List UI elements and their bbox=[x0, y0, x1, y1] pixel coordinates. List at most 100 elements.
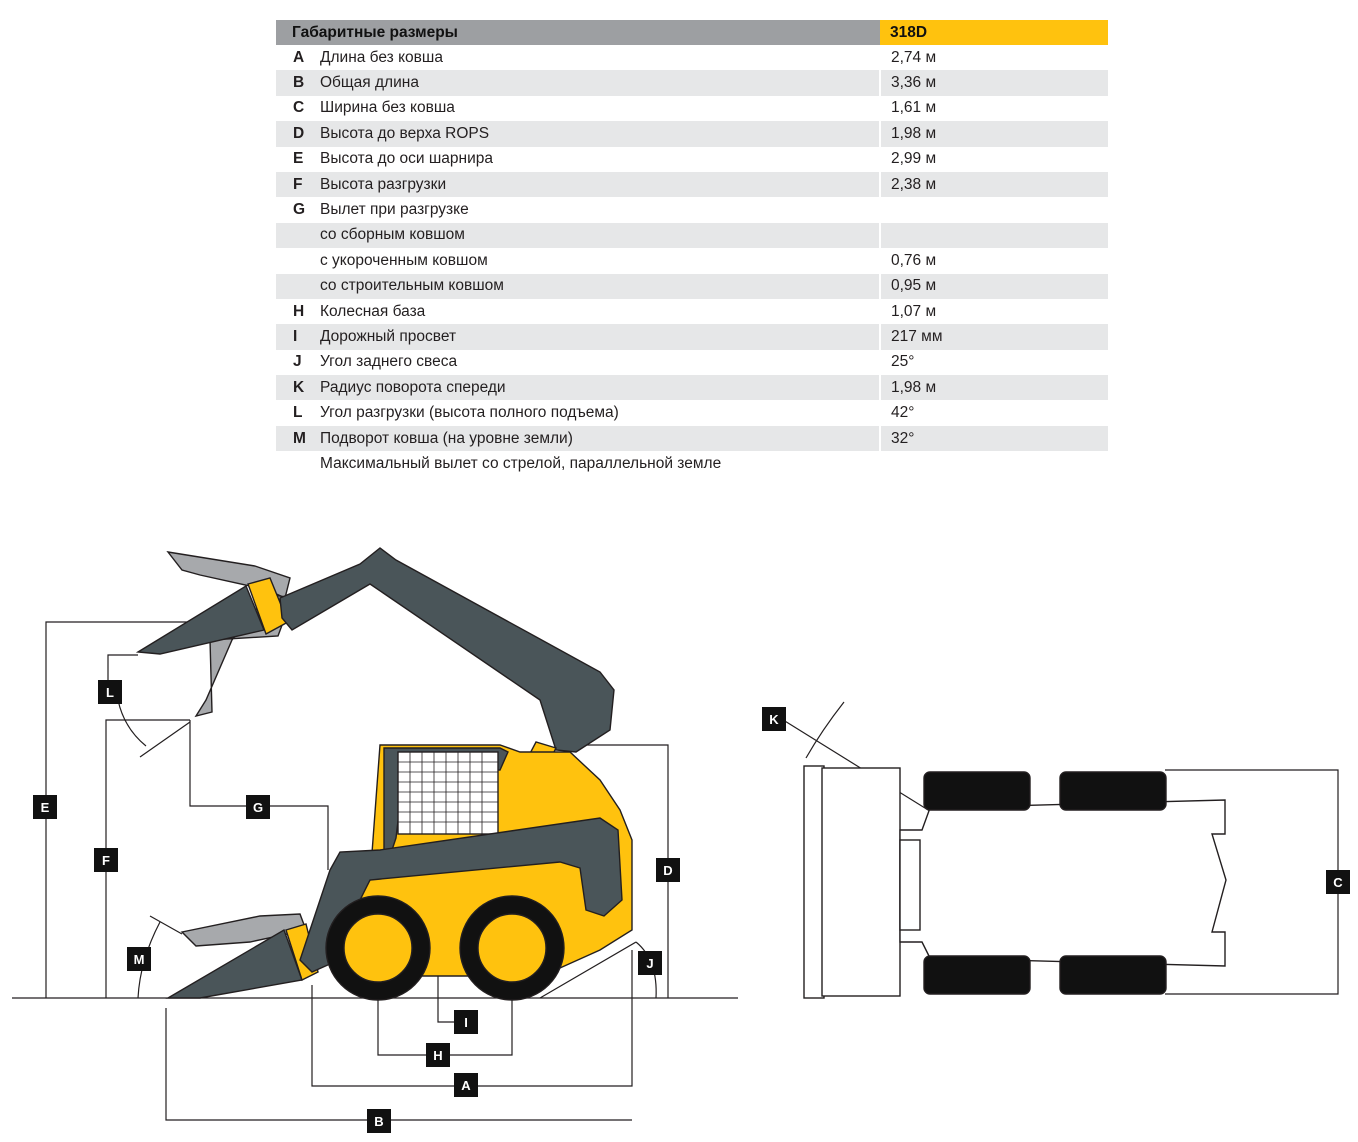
row-label: Высота разгрузки bbox=[320, 171, 880, 198]
table-row: G Вылет при разгрузке bbox=[276, 197, 1108, 223]
table-row: Максимальный вылет со стрелой, параллель… bbox=[276, 451, 1108, 477]
skid-steer-dimension-diagram: E F L G M D J I H A B K C bbox=[12, 547, 1350, 1133]
table-row: со сборным ковшом bbox=[276, 222, 1108, 249]
row-label: Дорожный просвет bbox=[320, 324, 880, 350]
svg-text:M: M bbox=[134, 952, 145, 967]
svg-text:G: G bbox=[253, 800, 263, 815]
row-letter: C bbox=[293, 99, 305, 117]
row-value: 1,98 м bbox=[879, 121, 1108, 147]
tag-m: M bbox=[127, 947, 151, 971]
svg-text:L: L bbox=[106, 685, 114, 700]
svg-text:A: A bbox=[461, 1078, 471, 1093]
dimension-line-j bbox=[539, 941, 637, 999]
table-row: J Угол заднего свеса 25° bbox=[276, 349, 1108, 376]
row-value: 1,98 м bbox=[879, 375, 1108, 401]
row-label: с укороченным ковшом bbox=[320, 251, 488, 269]
turning-arc-k bbox=[805, 701, 845, 759]
machine-body bbox=[299, 744, 633, 1001]
svg-text:I: I bbox=[464, 1015, 468, 1030]
row-value: 42° bbox=[879, 400, 1108, 426]
dimension-line-d bbox=[560, 744, 669, 998]
row-value: 3,36 м bbox=[879, 70, 1108, 96]
row-label: Высота до оси шарнира bbox=[320, 150, 493, 168]
row-value: 32° bbox=[879, 425, 1108, 452]
top-view bbox=[803, 765, 1227, 999]
row-label: со сборным ковшом bbox=[320, 222, 880, 249]
tag-a: A bbox=[454, 1073, 478, 1097]
row-letter bbox=[276, 248, 320, 273]
dimension-line-b bbox=[165, 1008, 632, 1121]
row-label: Угол заднего свеса bbox=[320, 353, 458, 371]
row-value: 2,38 м bbox=[879, 171, 1108, 198]
angle-arc-l bbox=[117, 699, 147, 747]
svg-text:D: D bbox=[663, 863, 672, 878]
tag-l: L bbox=[98, 680, 122, 704]
row-letter: F bbox=[276, 171, 320, 198]
row-value: 0,95 м bbox=[879, 273, 1108, 299]
lower-bucket bbox=[165, 913, 319, 999]
row-label: Колесная база bbox=[320, 302, 426, 320]
table-row: C Ширина без ковша 1,61 м bbox=[276, 95, 1108, 122]
dimension-line-i bbox=[437, 975, 454, 1023]
row-letter: L bbox=[293, 404, 303, 422]
tag-b: B bbox=[367, 1109, 391, 1133]
model-name: 318D bbox=[880, 20, 1108, 45]
tag-h: H bbox=[426, 1043, 450, 1067]
angle-ray-m bbox=[149, 915, 183, 935]
row-value: 217 мм bbox=[879, 324, 1108, 350]
row-value: 0,76 м bbox=[879, 248, 1108, 274]
tag-g: G bbox=[246, 795, 270, 819]
tag-k: K bbox=[762, 707, 786, 731]
row-letter: G bbox=[293, 201, 306, 219]
tag-c: C bbox=[1326, 870, 1350, 894]
row-letter: J bbox=[293, 353, 302, 371]
row-label: Длина без ковша bbox=[320, 48, 443, 66]
row-letter: M bbox=[276, 425, 320, 452]
row-label: Вылет при разгрузке bbox=[320, 201, 469, 219]
svg-text:B: B bbox=[374, 1114, 383, 1129]
dimension-line-f bbox=[105, 719, 190, 998]
tag-d: D bbox=[656, 858, 680, 882]
row-letter: H bbox=[293, 302, 305, 320]
raised-bucket bbox=[135, 551, 293, 718]
angle-line-l bbox=[107, 654, 138, 690]
tag-j: J bbox=[638, 951, 662, 975]
table-row: H Колесная база 1,07 м bbox=[276, 298, 1108, 325]
row-label: Ширина без ковша bbox=[320, 99, 455, 117]
row-letter: I bbox=[276, 324, 320, 350]
svg-text:J: J bbox=[646, 956, 653, 971]
table-row: с укороченным ковшом 0,76 м bbox=[276, 248, 1108, 274]
row-label: со строительным ковшом bbox=[320, 273, 880, 299]
tag-e: E bbox=[33, 795, 57, 819]
row-value: 25° bbox=[879, 349, 1108, 376]
svg-text:C: C bbox=[1333, 875, 1343, 890]
row-letter bbox=[276, 273, 320, 299]
row-letter: K bbox=[276, 375, 320, 401]
dimensions-table: Габаритные размеры 318D A Длина без ковша… bbox=[276, 20, 1108, 477]
table-row: A Длина без ковша 2,74 м bbox=[276, 45, 1108, 71]
row-letter: A bbox=[293, 48, 305, 66]
row-value bbox=[879, 197, 1108, 223]
row-letter bbox=[276, 222, 320, 249]
svg-text:H: H bbox=[433, 1048, 442, 1063]
svg-text:F: F bbox=[102, 853, 110, 868]
row-value bbox=[879, 222, 1108, 249]
row-value: 2,74 м bbox=[879, 45, 1108, 71]
row-value: 1,07 м bbox=[879, 298, 1108, 325]
angle-ray-l bbox=[139, 721, 191, 758]
table-title: Габаритные размеры bbox=[276, 20, 880, 45]
tag-f: F bbox=[94, 848, 118, 872]
row-label: Высота до верха ROPS bbox=[320, 121, 880, 147]
row-label: Подворот ковша (на уровне земли) bbox=[320, 425, 880, 452]
row-label: Максимальный вылет со стрелой, параллель… bbox=[320, 454, 722, 472]
row-value: 1,61 м bbox=[879, 95, 1108, 122]
tag-i: I bbox=[454, 1010, 478, 1034]
